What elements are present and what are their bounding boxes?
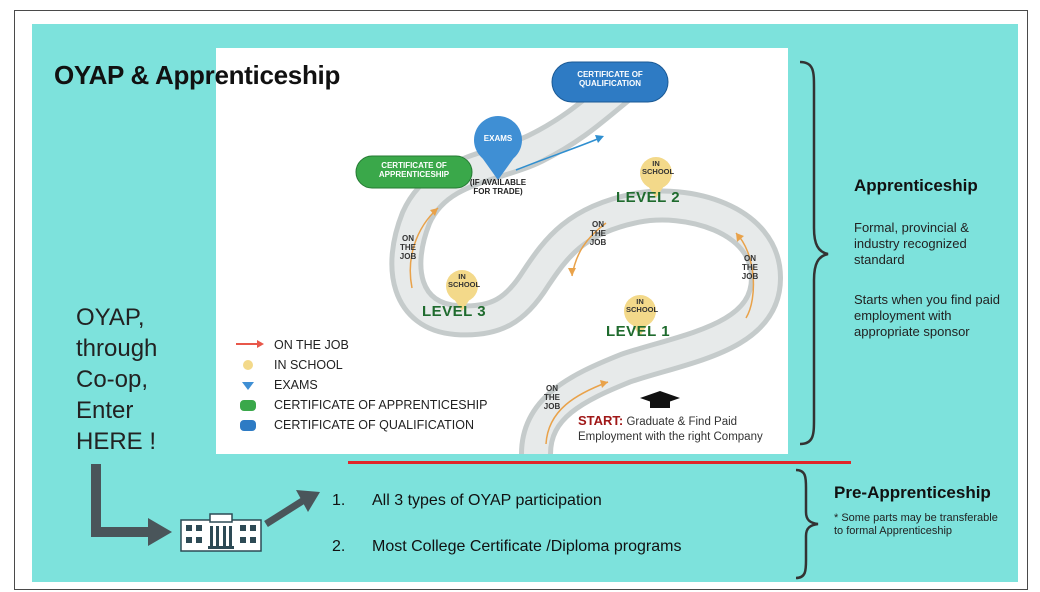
level-2-label: LEVEL 2 [616, 189, 681, 206]
apprenticeship-brace [799, 60, 829, 446]
enter-arrow-icon [91, 464, 172, 546]
pre-apprenticeship-note: * Some parts may be transferable to form… [834, 512, 998, 537]
road-diagram [236, 61, 784, 454]
apprenticeship-text-1: Formal, provincial & industry recognized… [854, 220, 969, 267]
level-3-label: LEVEL 3 [422, 303, 487, 320]
on-the-job-label-c: ON THE JOB [741, 254, 759, 281]
apprenticeship-heading: Apprenticeship [854, 176, 978, 195]
on-the-job-label-b: ON THE JOB [589, 220, 607, 247]
on-the-job-label-a: ON THE JOB [399, 234, 417, 261]
exams-note: (IF AVAILABLE FOR TRADE) [469, 178, 527, 196]
list-item-1: All 3 types of OYAP participation [372, 492, 602, 509]
start-text: Graduate & Find Paid Employment with the… [578, 416, 763, 443]
list-number-2: 2. [332, 538, 346, 555]
diagonal-arrow-icon [264, 490, 320, 527]
pre-apprenticeship-brace [795, 468, 819, 580]
slide-title: OYAP & Apprenticeship [54, 60, 341, 90]
level-1-label: LEVEL 1 [606, 323, 671, 340]
on-the-job-label-d: ON THE JOB [543, 384, 561, 411]
certificate-qualification-pill [551, 61, 669, 103]
list-item-2: Most College Certificate /Diploma progra… [372, 538, 682, 555]
apprenticeship-text-2: Starts when you find paid employment wit… [854, 292, 1000, 339]
red-divider [348, 461, 851, 464]
start-label: START: [578, 413, 624, 428]
in-school-label-l1: IN SCHOOL [626, 297, 659, 314]
exams-label: EXAMS [483, 134, 513, 143]
certificate-qualification-label: CERTIFICATE OF QUALIFICATION [577, 70, 643, 88]
certificate-apprenticeship-label: CERTIFICATE OF APPRENTICESHIP [378, 161, 450, 179]
career-path-map: CERTIFICATE OF QUALIFICATION CERTIFICATE… [216, 48, 788, 454]
certificate-apprenticeship-pill [355, 155, 473, 189]
exam-pin-icon [474, 68, 522, 116]
in-school-label-l3: IN SCHOOL [448, 272, 481, 289]
start-note: START: Graduate & Find Paid Employment w… [578, 413, 788, 445]
in-school-label-l2: IN SCHOOL [642, 159, 675, 176]
oyap-enter-text: OYAP, through Co-op, Enter HERE ! [76, 304, 158, 455]
list-number-1: 1. [332, 492, 346, 509]
college-building-icon [180, 513, 262, 552]
pre-apprenticeship-heading: Pre-Apprenticeship [834, 483, 991, 502]
